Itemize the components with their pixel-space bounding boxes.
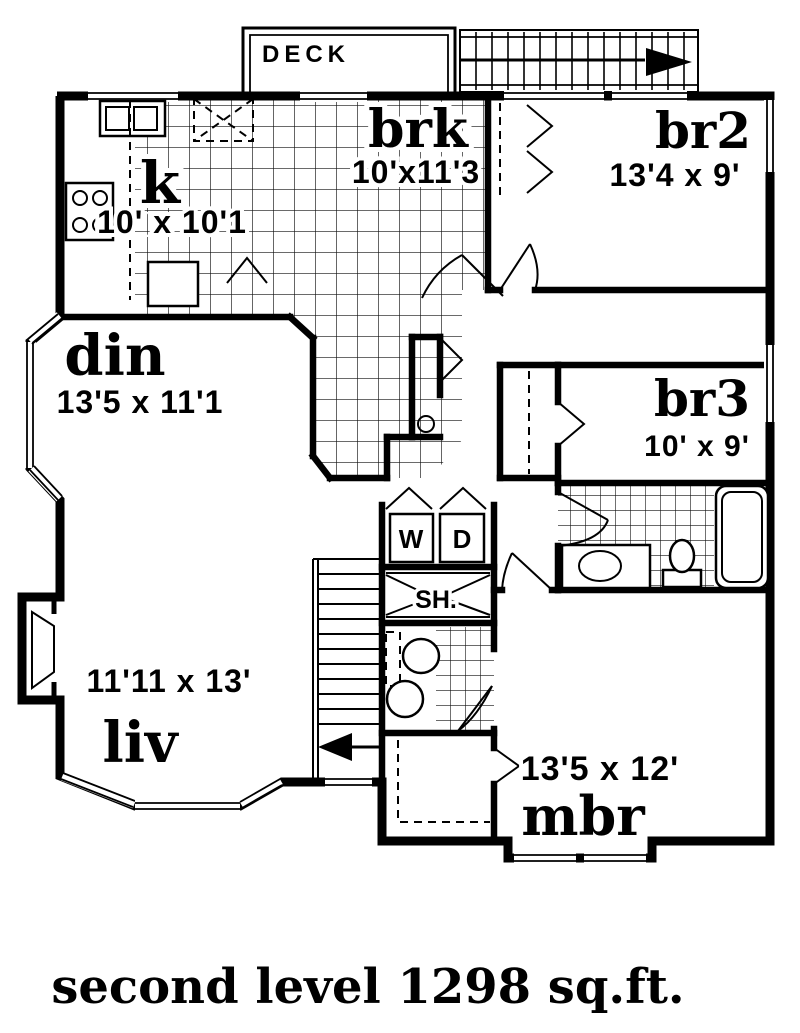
deck-inner-line <box>249 34 449 95</box>
dryer-label: D <box>453 524 472 554</box>
plan-caption: second level 1298 sq.ft. <box>51 959 684 1015</box>
bedroom3-dims: 10' x 9' <box>644 430 750 463</box>
windows <box>24 90 776 864</box>
living-label: liv <box>102 710 179 776</box>
kitchen-dims: 10' x 10'1 <box>97 204 247 240</box>
master-window-b <box>584 852 646 864</box>
bedroom2-right-window <box>764 100 776 172</box>
fireplace <box>31 600 57 697</box>
doors <box>421 103 586 785</box>
dining-dims: 13'5 x 11'1 <box>57 384 224 420</box>
laundry-bifold-right <box>439 486 487 510</box>
interior-stairs <box>312 558 382 782</box>
main-bathroom-fixtures <box>557 484 770 590</box>
toilet <box>661 538 703 589</box>
master-door-swing <box>501 552 553 591</box>
deck-door-window <box>300 90 367 102</box>
master-closet-chevron <box>493 747 521 785</box>
bedroom2-closet-chevron-b <box>526 150 554 194</box>
deck-label: DECK <box>262 41 350 68</box>
stove <box>64 181 115 242</box>
kitchen-fixtures <box>64 98 268 308</box>
hall-bath-tile-floor <box>436 627 494 733</box>
kitchen-island <box>146 260 200 308</box>
bath-vanity <box>560 543 652 590</box>
bedroom2-door-swing <box>499 243 539 291</box>
bedroom2-dims: 13'4 x 9' <box>610 157 741 193</box>
washer-label: W <box>399 524 424 554</box>
dining-bay-window-upper <box>26 312 63 345</box>
dining-bay-window-left <box>24 342 36 468</box>
toilet-tank <box>385 631 401 687</box>
hall-toilet <box>401 637 441 675</box>
laundry-area: W D <box>385 486 487 564</box>
hall-door-swing <box>421 254 504 299</box>
bedroom2-top-window-a <box>504 90 604 102</box>
master-window-a <box>514 852 576 864</box>
hall-utility-closet <box>408 333 444 441</box>
interior-walls <box>56 92 774 845</box>
bedroom3-closet-chevron <box>557 401 586 447</box>
kitchen-doorway-chevron <box>226 256 268 284</box>
hall-sink <box>385 679 425 719</box>
living-dims: 11'11 x 13' <box>86 663 251 699</box>
kitchen-label: k <box>140 149 182 217</box>
washer-box <box>388 512 435 564</box>
living-bay-window-left <box>60 772 136 809</box>
laundry-bifold-left <box>385 486 433 510</box>
bedroom2-label: br2 <box>655 101 751 160</box>
corner-pantry <box>193 98 254 142</box>
bedroom3-label: br3 <box>654 369 750 428</box>
room-labels: k 10' x 10'1 brk 10'x11'3 br2 13'4 x 9' … <box>53 94 756 853</box>
living-bay-window-center <box>135 800 240 812</box>
bathtub <box>714 484 770 590</box>
dining-label: din <box>64 323 165 389</box>
exterior-stairs-direction-arrow <box>646 48 692 76</box>
dining-bay-window-lower <box>28 465 63 502</box>
breakfast-label: brk <box>368 99 469 160</box>
master-label: mbr <box>521 784 645 848</box>
kitchen-window <box>88 90 178 102</box>
bedroom2-top-window-b <box>612 90 687 102</box>
exterior-stairs <box>459 29 699 93</box>
master-closet-dashed <box>397 740 490 823</box>
stairs-down-arrow <box>318 733 352 761</box>
hall-bathroom-fixtures <box>385 631 493 732</box>
utility-fixture-circle <box>417 415 435 433</box>
kitchen-sink <box>98 99 167 138</box>
bedroom3-right-window <box>764 345 776 422</box>
bedroom2-closet-chevron-a <box>526 104 554 148</box>
living-bay-window-right <box>239 777 283 809</box>
deck: DECK <box>241 26 457 97</box>
breakfast-tile-floor <box>313 96 488 478</box>
master-dims: 13'5 x 12' <box>521 750 680 788</box>
shower-label: SH. <box>415 586 457 614</box>
bath-door-swing <box>557 491 609 547</box>
interior-stair-treads <box>313 558 382 725</box>
shower-stall: SH. <box>385 572 491 618</box>
stair-landing-sill <box>325 776 372 788</box>
breakfast-dims: 10'x11'3 <box>352 154 480 190</box>
utility-closet-chevron <box>441 339 464 381</box>
hall-bath-door-swing <box>457 685 493 732</box>
dryer-box <box>438 512 486 564</box>
